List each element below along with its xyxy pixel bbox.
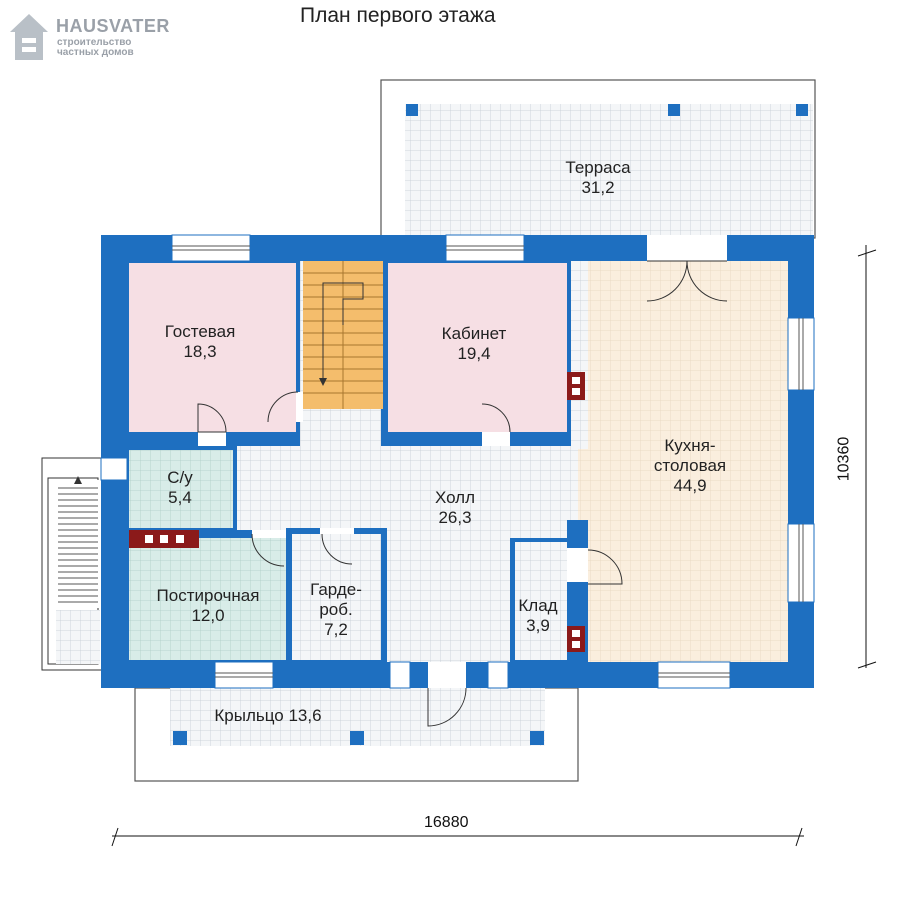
laundry-room <box>129 538 286 660</box>
dimension-width <box>111 827 804 847</box>
porch <box>134 687 579 782</box>
doors <box>197 235 728 727</box>
kitchen-name-2: столовая <box>653 456 727 475</box>
windows <box>100 234 815 689</box>
wardrobe-name-2: роб. <box>319 600 353 619</box>
bathroom-area: 5,4 <box>168 488 192 507</box>
hall-label: Холл 26,3 <box>415 488 495 528</box>
terrace-column <box>406 104 418 116</box>
brand-tagline: строительство частных домов <box>57 38 134 58</box>
kitchen-area: 44,9 <box>673 476 707 495</box>
side-stairs <box>41 457 103 671</box>
bathroom-label: С/у 5,4 <box>150 468 210 508</box>
brand-tagline-2: частных домов <box>57 47 134 58</box>
wardrobe-label: Гарде- роб. 7,2 <box>296 580 376 640</box>
laundry-label: Постирочная 12,0 <box>136 586 280 626</box>
brand-tagline-1: строительство <box>57 37 132 48</box>
terrace-name: Терраса <box>565 158 631 177</box>
guest-room <box>129 263 296 432</box>
porch-column <box>350 731 364 745</box>
wardrobe <box>292 534 381 660</box>
terrace-column <box>668 104 680 116</box>
guest-label: Гостевая 18,3 <box>150 322 250 362</box>
porch-label: Крыльцо 13,6 <box>188 706 348 726</box>
porch-name: Крыльцо 13,6 <box>214 706 322 725</box>
office-name: Кабинет <box>441 324 507 343</box>
terrace-column <box>796 104 808 116</box>
office-label: Кабинет 19,4 <box>424 324 524 364</box>
hall-area: 26,3 <box>438 508 472 527</box>
storage-label: Клад 3,9 <box>508 596 568 636</box>
bathroom-name: С/у <box>167 468 193 487</box>
bathroom <box>129 450 233 528</box>
terrace <box>380 79 816 239</box>
office-area: 19,4 <box>457 344 491 363</box>
porch-column <box>173 731 187 745</box>
dimension-height <box>857 245 877 669</box>
porch-column <box>530 731 544 745</box>
height-dimension-label: 10360 <box>835 436 853 482</box>
office-room <box>388 263 567 432</box>
plan-title: План первого этажа <box>300 4 496 27</box>
storage-name: Клад <box>518 596 558 615</box>
terrace-area: 31,2 <box>581 178 615 197</box>
staircase <box>303 261 383 409</box>
terrace-label: Терраса 31,2 <box>548 158 648 198</box>
kitchen-label: Кухня- столовая 44,9 <box>630 436 750 496</box>
brand-name: HAUSVATER <box>56 16 170 36</box>
guest-name: Гостевая <box>164 322 236 341</box>
brand-logo-icon <box>8 12 50 67</box>
laundry-name: Постирочная <box>156 586 260 605</box>
width-dimension-label: 16880 <box>424 814 469 831</box>
storage-area: 3,9 <box>526 616 550 635</box>
kitchen-dining <box>578 261 788 662</box>
kitchen-name-1: Кухня- <box>664 436 716 455</box>
wardrobe-area: 7,2 <box>324 620 348 639</box>
guest-area: 18,3 <box>183 342 217 361</box>
wardrobe-name-1: Гарде- <box>310 580 362 599</box>
laundry-area: 12,0 <box>191 606 225 625</box>
vent-blocks <box>129 372 585 652</box>
storage-room <box>515 542 567 660</box>
hall-name: Холл <box>434 488 476 507</box>
